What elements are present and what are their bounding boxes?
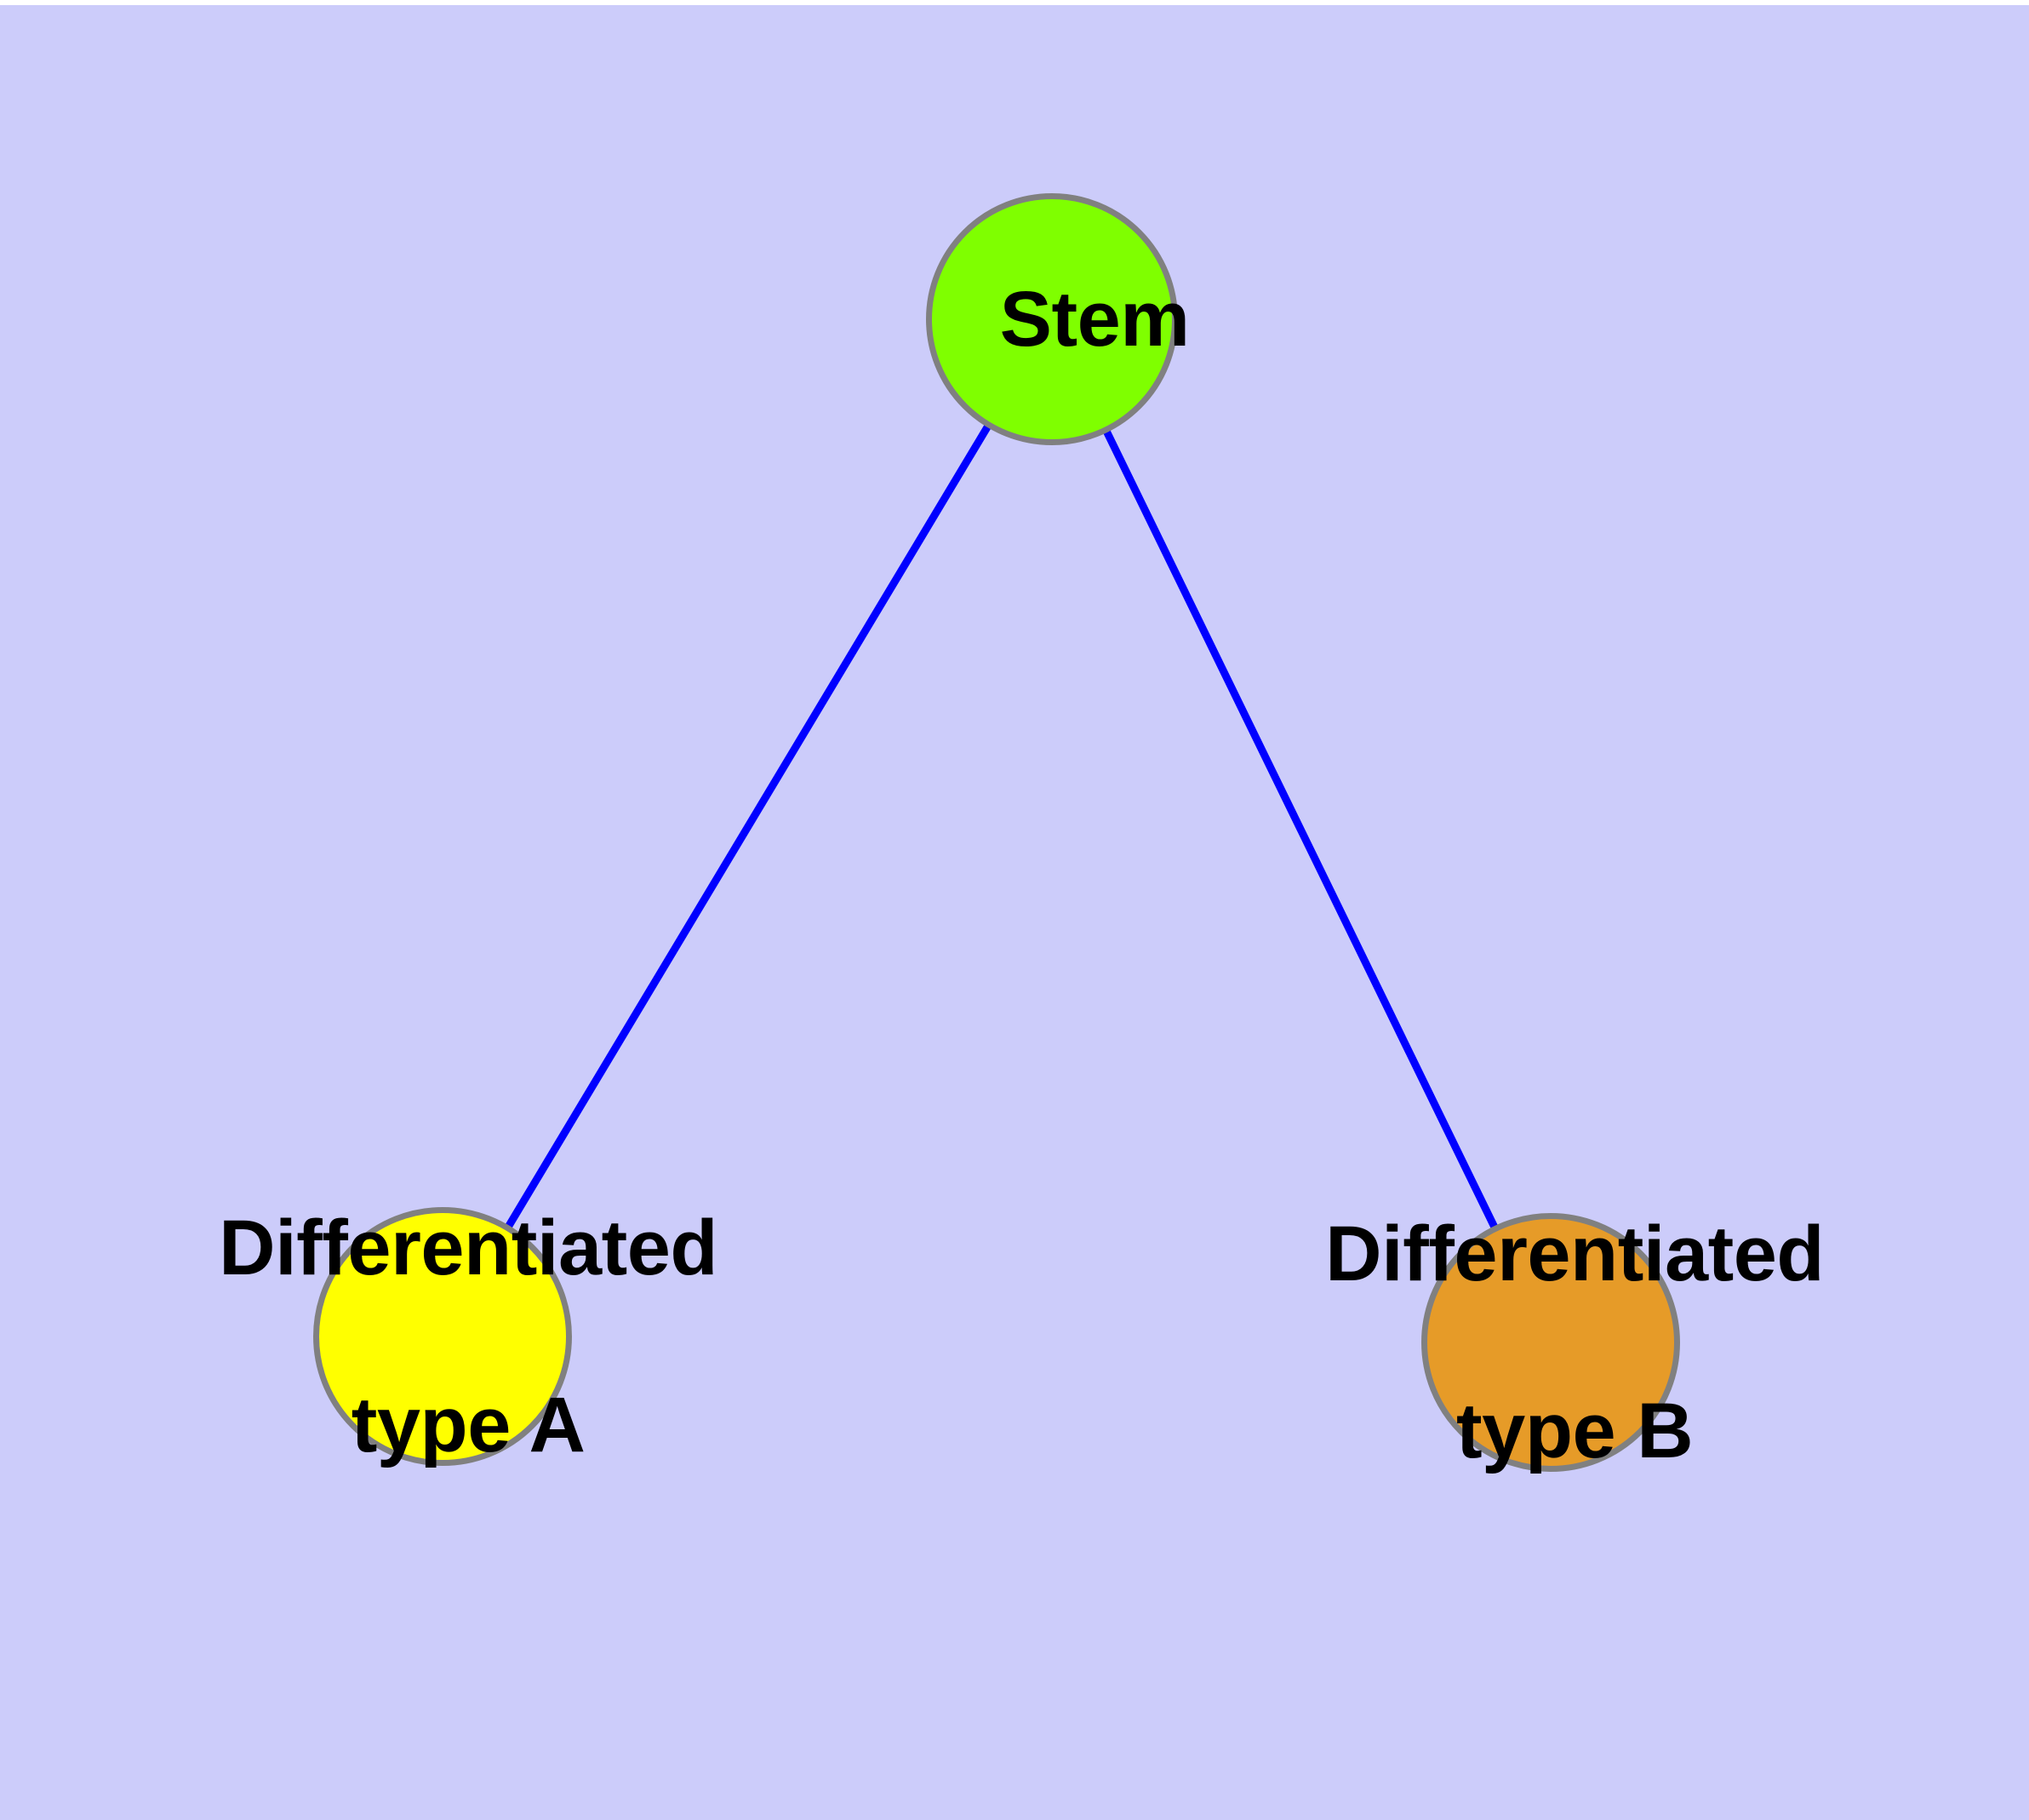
edge-layer <box>493 402 1508 1250</box>
node-differentiated-type-b[interactable] <box>1421 1213 1680 1472</box>
node-layer <box>313 193 1680 1472</box>
node-stem[interactable] <box>926 193 1178 445</box>
edge-stem-to-diff-b[interactable] <box>1091 406 1508 1250</box>
edge-stem-to-diff-a[interactable] <box>493 402 1005 1248</box>
node-differentiated-type-a[interactable] <box>313 1207 572 1466</box>
